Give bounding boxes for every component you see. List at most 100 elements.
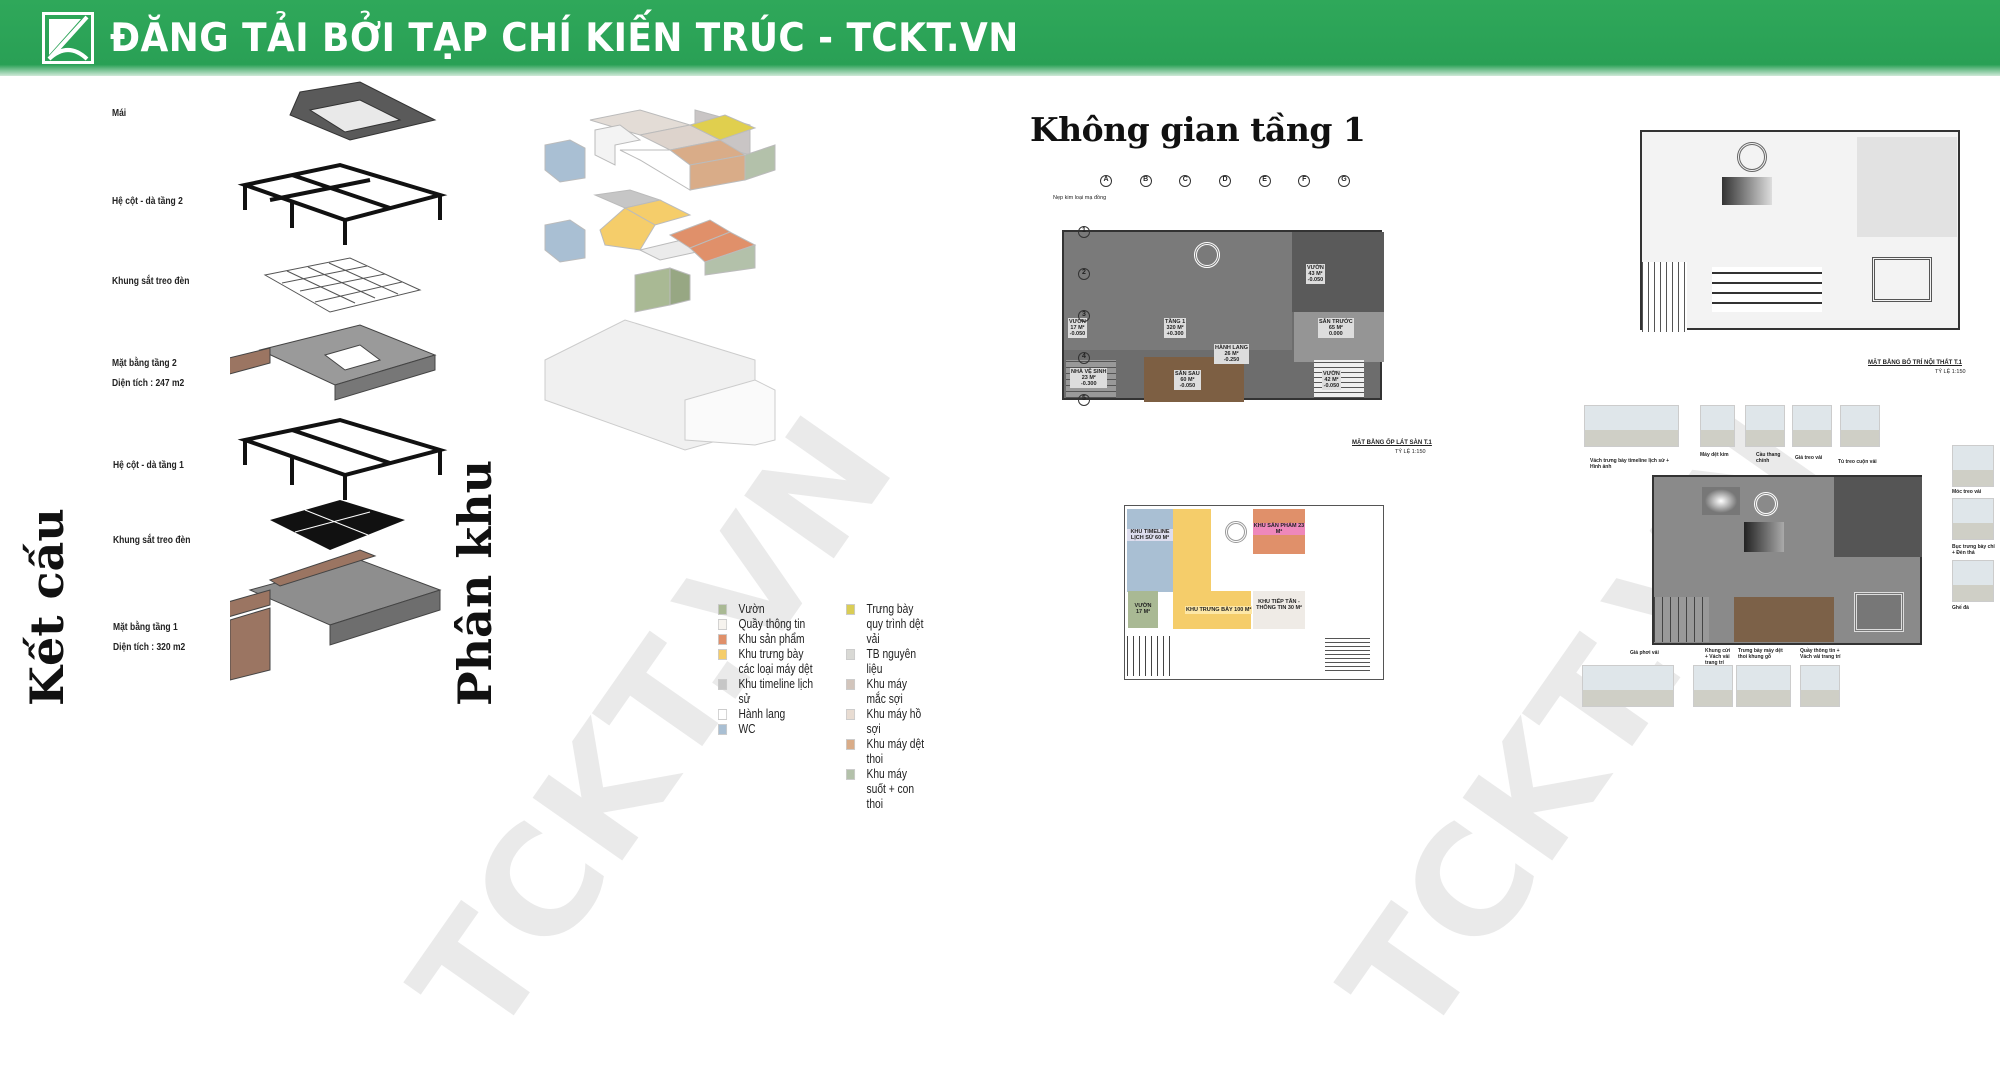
grid-bubble: 5 [1078,394,1090,406]
legend-label: WC [738,722,756,736]
legend-item: WC [718,722,816,737]
callout: Bục trưng bày chỉ + Đèn thả [1952,544,1995,556]
grid-bubble: E [1258,175,1271,187]
legend-swatch [718,604,728,615]
room-area: 23 M² [1081,375,1096,381]
room-name: VƯỜN [1069,319,1086,325]
thumbnail-drying-rack [1582,665,1674,707]
callout: Móc treo vải [1952,489,1982,495]
label-area-1: Diện tích : 320 m2 [113,642,186,653]
grid-bubble: 1 [1078,226,1090,238]
thumbnail-stair [1745,405,1785,447]
zone-name: VƯỜN [1134,603,1152,609]
legend-swatch [846,604,856,615]
floor-2 [230,324,437,401]
label-roof: Mái [112,108,127,119]
legend-label: Quầy thông tin [738,617,806,631]
garden-area [1857,137,1957,237]
label-frame-2: Khung sắt treo đèn [112,276,190,287]
room-area: 320 M² [1166,325,1184,331]
legend-item: Trưng bày quy trình dệt vải [846,602,928,647]
floor-1 [230,549,442,681]
label-columns-2: Hệ cột - dà tầng 2 [112,196,183,207]
legend-item: Khu trưng bày các loại máy dệt [718,647,816,677]
thumbnail-knitting-machine [1700,405,1735,447]
wood-loom-area [1734,597,1834,642]
room-area: 43 M² [1308,271,1323,277]
legend-label: Khu máy mắc sợi [866,677,907,706]
grid-bubble: A [1100,175,1112,187]
room-level: +0.300 [1166,331,1184,337]
legend-item: Khu máy suốt + con thoi [846,767,928,812]
legend-label: Khu máy suốt + con thoi [866,767,915,811]
spiral-stair [1737,142,1767,172]
legend-label: Khu timeline lịch sử [738,677,814,706]
legend-label: Vườn [738,602,765,616]
thumbnail-info-desk [1800,665,1840,707]
room-name: NHÀ VỆ SINH [1071,369,1107,375]
zone-name: KHU TIẾP TÂN - THÔNG TIN [1256,599,1300,611]
legend-item: TB nguyên liệu [846,647,928,677]
room-name: VƯỜN [1307,265,1324,271]
legend-swatch [718,709,728,720]
plan-caption: MẶT BẰNG ỐP LÁT SÀN T.1 [1352,440,1432,446]
zone-area: 30 M² [1287,605,1302,611]
bench [1872,257,1932,302]
room-name: SÂN SAU [1175,371,1200,377]
spiral-stair [1194,242,1220,268]
knitting-machine [1702,487,1740,515]
header-banner: ĐĂNG TẢI BỞI TẠP CHÍ KIẾN TRÚC - TCKT.VN [0,0,2000,76]
legend-label: Khu máy hồ sợi [866,707,922,736]
legend-left: Vườn Quầy thông tin Khu sản phẩm Khu trư… [718,602,816,737]
legend-swatch [846,679,856,690]
floor1-title: Không gian tầng 1 [1030,110,1366,149]
callout: Trưng bày máy dệt thoi khung gỗ [1738,648,1783,660]
room-area: 26 M² [1224,351,1239,357]
thumbnail-fabric-rack [1792,405,1832,447]
legend-label: TB nguyên liệu [866,647,917,676]
grid-bubble: 2 [1078,268,1090,280]
grid-cols-top: A B C D E F G [1100,175,1350,187]
label-floor-1: Mặt bằng tầng 1 [113,622,178,633]
room-area: 60 M² [1180,377,1195,383]
callout: Máy dệt kim [1700,452,1729,458]
thumbnail-wood-loom [1736,665,1791,707]
room-level: -0.050 [1179,383,1196,389]
zone-label: KHU TIẾP TÂN - THÔNG TIN 30 M² [1253,599,1305,611]
legend-item: Khu sản phẩm [718,632,816,647]
zone-area: 60 M² [1155,535,1170,541]
legend-item: Vườn [718,602,816,617]
tckt-logo [42,12,94,64]
spiral-stair [1225,521,1247,543]
legend-swatch [718,634,728,645]
callout: Tủ treo cuộn vải [1838,459,1877,465]
legend-label: Khu máy dệt thoi [866,737,925,766]
callout: Giá phơi vải [1630,650,1659,656]
room-level: -0.250 [1223,357,1240,363]
massing-base [544,319,776,451]
grid-bubble: C [1179,175,1192,187]
grid-bubble: B [1139,175,1152,187]
callout: Quầy thông tin + Vách vải trang trí [1800,648,1841,660]
label-floor-2: Mặt bằng tầng 2 [112,358,177,369]
massing-upper [544,109,776,191]
legend-swatch [846,649,856,660]
legend-item: Khu máy mắc sợi [846,677,928,707]
columns-1 [237,417,448,500]
room-area: 17 M² [1070,325,1085,331]
light-frame-1 [270,500,405,550]
zone-label: KHU TRƯNG BÀY 100 M² [1185,606,1253,614]
grid-bubble: D [1218,175,1231,187]
loom-display [1712,267,1822,312]
massing-middle [544,189,757,313]
